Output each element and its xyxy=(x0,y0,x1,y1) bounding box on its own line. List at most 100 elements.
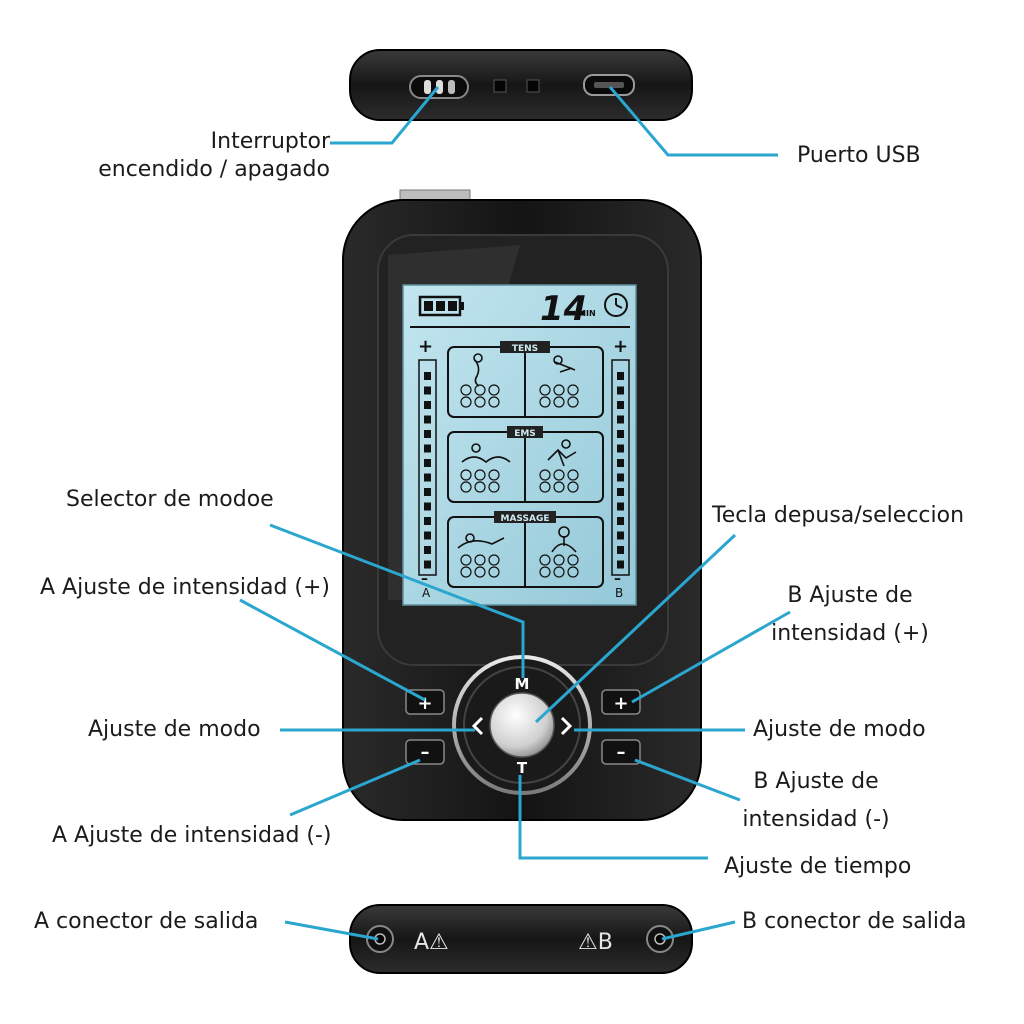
program-number-icon xyxy=(488,481,500,493)
chevron-right-icon[interactable] xyxy=(560,716,573,736)
program-number-icon xyxy=(553,384,565,396)
label-a-intensity-minus: A Ajuste de intensidad (-) xyxy=(52,823,332,848)
program-number-icon xyxy=(539,566,551,578)
timer-unit: MIN xyxy=(578,309,596,318)
label-power-switch-line2: encendido / apagado xyxy=(98,157,330,182)
jack-b-label: ⚠B xyxy=(578,930,613,955)
callout-mode-selector xyxy=(269,523,525,678)
program-number-icon xyxy=(553,566,565,578)
label-b-intensity-plus-line2: intensidad (+) xyxy=(771,621,929,646)
label-b-intensity-plus-line1: B Ajuste de xyxy=(787,583,913,608)
intensity-segment xyxy=(424,401,431,409)
program-number-icon xyxy=(539,384,551,396)
channel-a-intensity-bar xyxy=(418,359,437,576)
program-number-icon xyxy=(539,469,551,481)
tens-title: TENS xyxy=(512,344,538,354)
program-number-icon xyxy=(488,554,500,566)
program-number-icon xyxy=(460,469,472,481)
program-number-icon xyxy=(474,469,486,481)
program-number-icon xyxy=(539,481,551,493)
label-time-adjust: Ajuste de tiempo xyxy=(724,854,912,879)
callout-a-intensity-minus xyxy=(289,758,421,817)
program-number-icon xyxy=(474,566,486,578)
intensity-segment xyxy=(617,560,624,569)
program-number-icon xyxy=(553,481,565,493)
intensity-segment xyxy=(617,546,624,554)
program-number-icon xyxy=(488,384,500,396)
callout-pause-select xyxy=(534,533,737,724)
intensity-segment xyxy=(424,386,431,395)
label-b-intensity-minus: B Ajuste de intensidad (-) xyxy=(716,768,916,834)
program-number-icon xyxy=(567,554,579,566)
program-number-icon xyxy=(474,396,486,408)
ems-panel: EMS xyxy=(447,426,604,503)
program-number-icon xyxy=(488,566,500,578)
label-mode-adjust-right: Ajuste de modo xyxy=(753,717,926,742)
label-mode-selector: Selector de modoe xyxy=(66,487,274,512)
intensity-segment xyxy=(424,473,431,482)
bottom-edge-view: A⚠ ⚠B xyxy=(349,904,693,974)
intensity-segment xyxy=(424,415,431,424)
program-number-grid xyxy=(460,384,579,578)
label-b-intensity-plus: B Ajuste de intensidad (+) xyxy=(750,582,950,648)
channel-b-segments xyxy=(617,372,624,569)
chevron-left-icon[interactable] xyxy=(471,716,484,736)
program-number-icon xyxy=(553,469,565,481)
program-pictograms xyxy=(457,353,577,553)
intensity-segment xyxy=(424,546,431,554)
pause-select-button[interactable] xyxy=(489,692,555,758)
program-number-icon xyxy=(460,481,472,493)
program-number-icon xyxy=(460,566,472,578)
channel-b-label: B xyxy=(615,586,623,600)
channel-b-minus: – xyxy=(614,571,621,587)
program-number-icon xyxy=(553,396,565,408)
intensity-segment xyxy=(617,517,624,525)
intensity-segment xyxy=(424,488,431,496)
time-key-glyph[interactable]: T xyxy=(517,759,528,777)
massage-panel: MASSAGE xyxy=(447,511,604,588)
intensity-segment xyxy=(617,401,624,409)
b-intensity-plus-button[interactable] xyxy=(601,689,641,715)
a-minus-glyph: – xyxy=(421,742,430,763)
b-minus-glyph: – xyxy=(617,742,626,763)
callout-b-intensity-minus xyxy=(634,758,741,802)
program-number-icon xyxy=(567,469,579,481)
label-pause-select-key: Tecla depusa/seleccion xyxy=(712,503,965,528)
intensity-segment xyxy=(424,517,431,525)
channel-b-plus: + xyxy=(613,336,628,357)
intensity-segment xyxy=(424,502,431,511)
intensity-segment xyxy=(617,444,624,453)
intensity-segment xyxy=(424,444,431,453)
channel-a-segments xyxy=(424,372,431,569)
intensity-segment xyxy=(617,459,624,467)
intensity-segment xyxy=(424,459,431,467)
program-number-icon xyxy=(567,481,579,493)
label-a-intensity-plus: A Ajuste de intensidad (+) xyxy=(40,575,330,600)
intensity-segment xyxy=(617,430,624,438)
intensity-segment xyxy=(617,488,624,496)
program-number-icon xyxy=(488,469,500,481)
callout-a-output xyxy=(284,920,379,941)
massage-title: MASSAGE xyxy=(501,514,550,524)
program-number-icon xyxy=(460,554,472,566)
mode-key-glyph[interactable]: M xyxy=(515,675,530,693)
program-number-icon xyxy=(474,481,486,493)
label-usb-port: Puerto USB xyxy=(797,143,921,168)
program-number-icon xyxy=(567,566,579,578)
program-number-icon xyxy=(460,384,472,396)
b-intensity-minus-button[interactable] xyxy=(601,739,641,765)
callout-time-adjust xyxy=(518,775,708,860)
channel-a-plus: + xyxy=(418,336,433,357)
top-edge-view xyxy=(349,49,693,121)
ems-title: EMS xyxy=(514,429,536,439)
label-b-output: B conector de salida xyxy=(742,909,967,934)
a-intensity-minus-button[interactable] xyxy=(405,739,445,765)
label-power-switch-line1: Interruptor xyxy=(210,129,330,154)
program-number-icon xyxy=(460,396,472,408)
label-power-switch: Interruptor encendido / apagado xyxy=(98,128,330,184)
intensity-segment xyxy=(617,372,624,380)
callout-usb-port xyxy=(608,86,778,157)
intensity-segment xyxy=(617,531,624,540)
channel-a-minus: – xyxy=(421,571,428,587)
